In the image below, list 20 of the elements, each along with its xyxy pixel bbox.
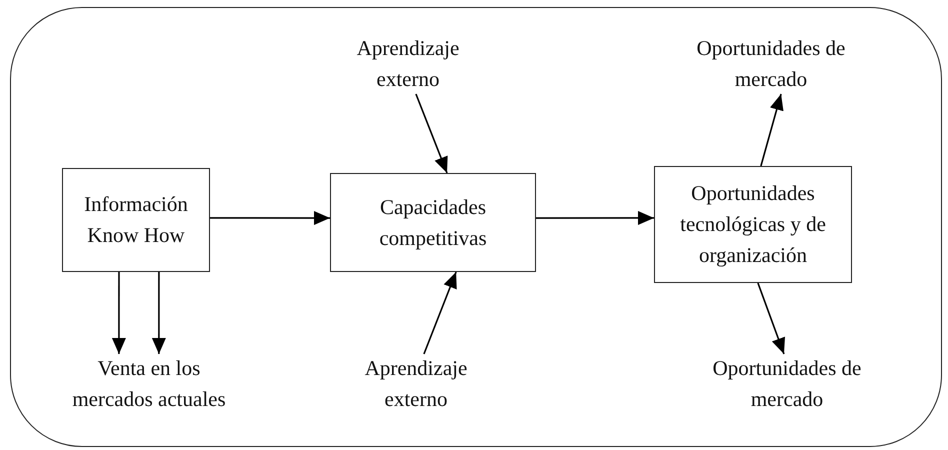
node-text: Oportunidades de mercado <box>707 354 867 414</box>
arrow <box>760 94 784 166</box>
box-label: Oportunidades tecnológicas y de organización <box>679 180 827 269</box>
arrow <box>757 282 786 354</box>
arrow <box>152 272 166 354</box>
node-text: Aprendizaje externo <box>341 354 491 414</box>
box-label: Información Know How <box>83 191 189 249</box>
arrow <box>210 211 330 226</box>
box-label: Capacidades competitivas <box>378 194 488 252</box>
node-text: Oportunidades de mercado <box>696 34 846 94</box>
node-text: Venta en los mercados actuales <box>59 354 239 414</box>
node-text: Aprendizaje externo <box>333 34 483 94</box>
arrow <box>112 272 126 354</box>
arrow <box>536 210 654 225</box>
rounded-frame <box>10 7 942 447</box>
arrow <box>423 272 457 354</box>
process-box <box>62 168 210 272</box>
arrow <box>415 94 448 174</box>
process-box <box>330 173 536 272</box>
process-box <box>654 166 852 283</box>
